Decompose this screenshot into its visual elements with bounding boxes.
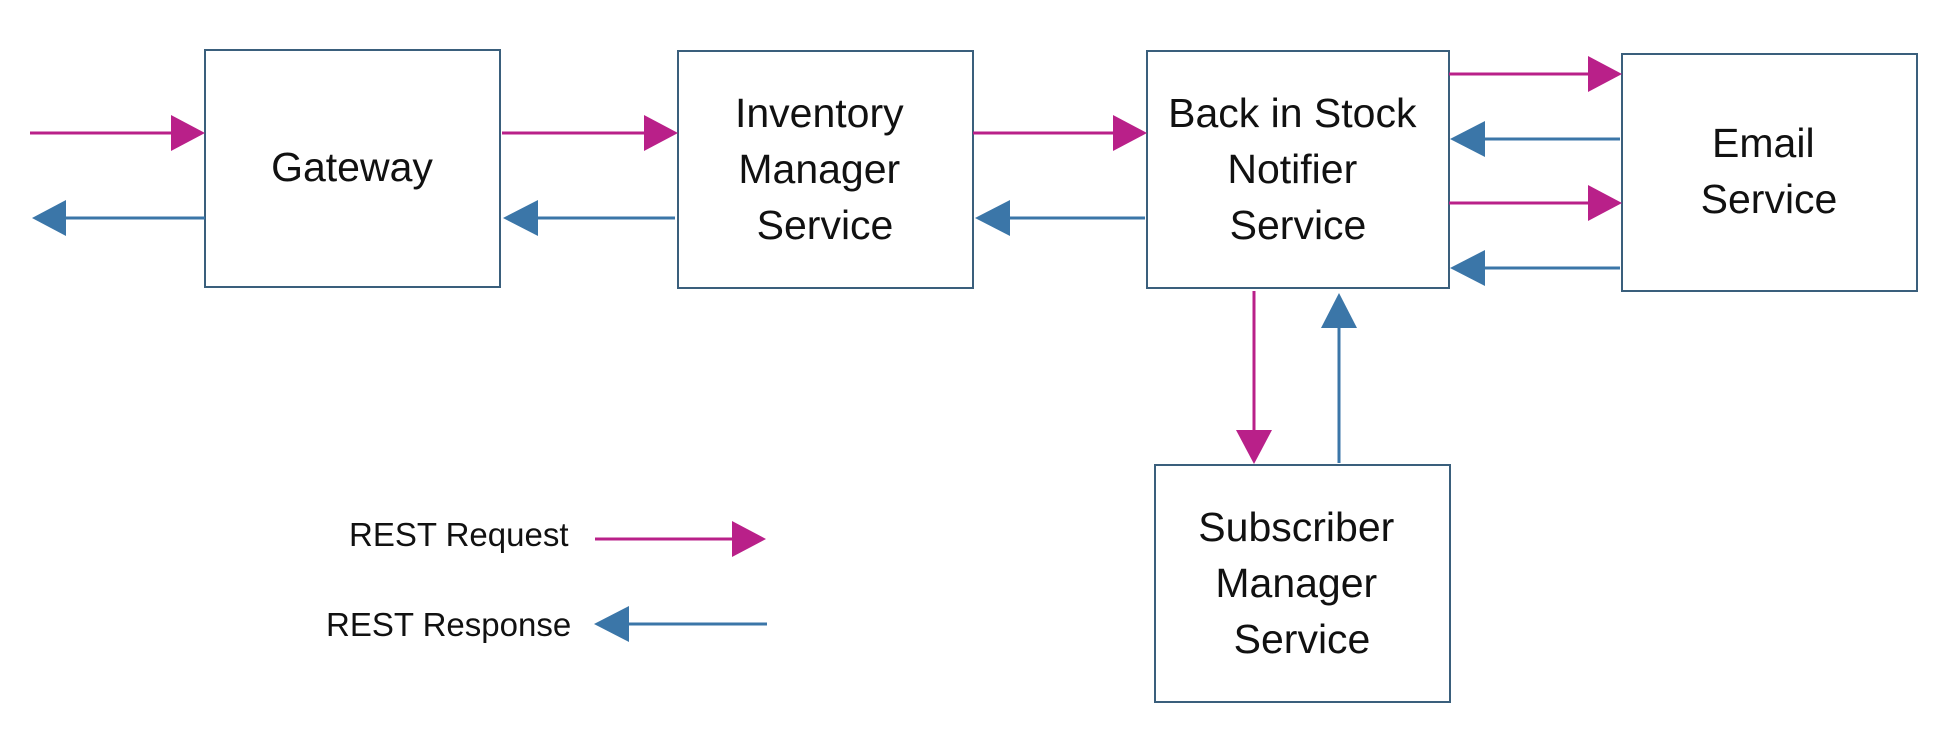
gateway-box	[204, 49, 501, 288]
request-arrow-into-gateway	[30, 115, 205, 151]
legend-response-arrow	[594, 606, 767, 642]
inventory-manager-label: Inventory Manager Service	[735, 90, 915, 248]
response-arrow-subscriber-to-notifier	[1321, 293, 1357, 463]
email-service-label: Email Service	[1701, 120, 1838, 222]
response-arrow-gateway-out	[32, 200, 205, 236]
gateway-label: Gateway	[271, 144, 433, 190]
request-arrow-notifier-to-subscriber	[1236, 291, 1272, 464]
legend-request-label: REST Request	[349, 516, 569, 553]
legend-response-label: REST Response	[326, 606, 571, 643]
back-in-stock-notifier-box	[1146, 50, 1450, 289]
request-arrow-notifier-to-email-1	[1449, 56, 1622, 92]
subscriber-manager-label: Subscriber Manager Service	[1198, 504, 1405, 662]
request-arrow-inventory-to-notifier	[973, 115, 1147, 151]
response-arrow-email-to-notifier-2	[1450, 250, 1620, 286]
request-arrow-notifier-to-email-2	[1449, 185, 1622, 221]
back-in-stock-notifier-label: Back in Stock Notifier Service	[1168, 90, 1428, 248]
request-arrow-gateway-to-inventory	[502, 115, 678, 151]
subscriber-manager-box	[1154, 464, 1451, 703]
legend-request-arrow	[595, 521, 766, 557]
inventory-manager-box	[677, 50, 974, 289]
response-arrow-notifier-to-inventory	[975, 200, 1145, 236]
response-arrow-inventory-to-gateway	[503, 200, 675, 236]
email-service-box	[1621, 53, 1918, 292]
response-arrow-email-to-notifier-1	[1450, 121, 1620, 157]
